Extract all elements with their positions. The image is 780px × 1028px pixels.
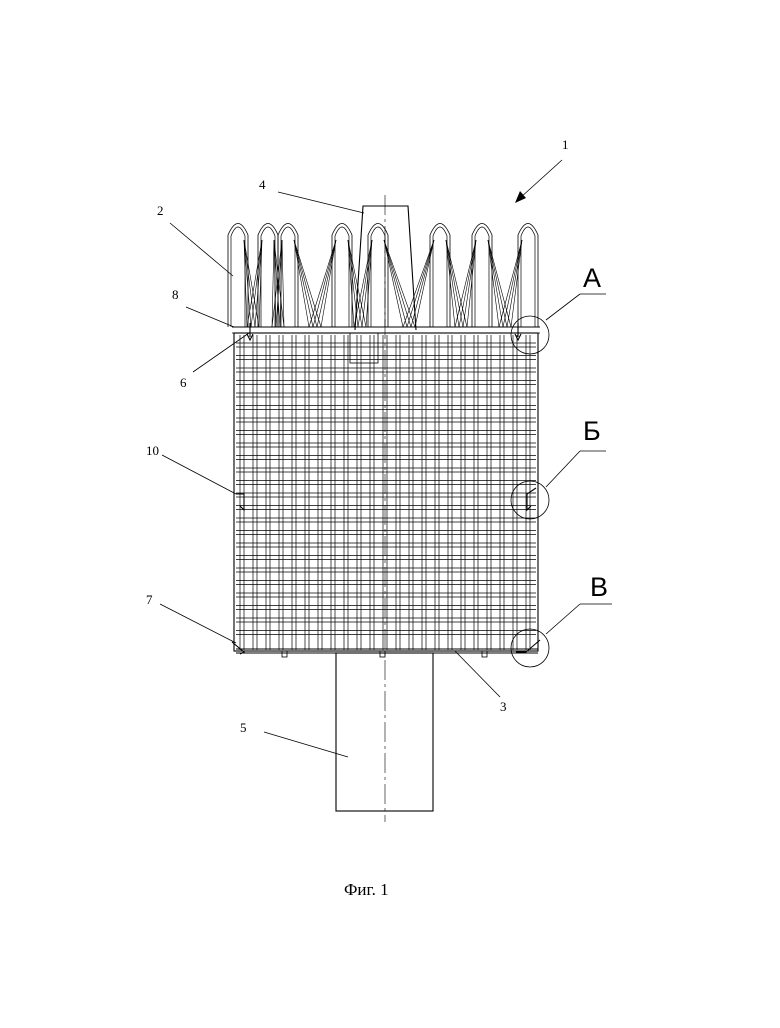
- label-10: 10: [146, 443, 159, 458]
- clip-right: [527, 488, 536, 510]
- detail-label-a: А: [583, 263, 601, 293]
- label-4: 4: [259, 177, 266, 192]
- detail-label-v: В: [590, 572, 608, 602]
- top-wire-loops: [228, 224, 538, 328]
- label-3: 3: [500, 699, 507, 714]
- label-2: 2: [157, 203, 164, 218]
- label-7: 7: [146, 592, 153, 607]
- label-5: 5: [240, 720, 247, 735]
- label-8: 8: [172, 287, 179, 302]
- figure-caption: Фиг. 1: [344, 880, 389, 899]
- label-1: 1: [562, 137, 569, 152]
- detail-label-b: Б: [583, 416, 601, 446]
- hook-top-right: [515, 323, 521, 340]
- arrow-1-head: [515, 191, 526, 203]
- lower-tube-5: [336, 653, 433, 811]
- label-6: 6: [180, 375, 187, 390]
- clip-bottom-right: [516, 640, 540, 652]
- upper-tube-4: [355, 206, 416, 330]
